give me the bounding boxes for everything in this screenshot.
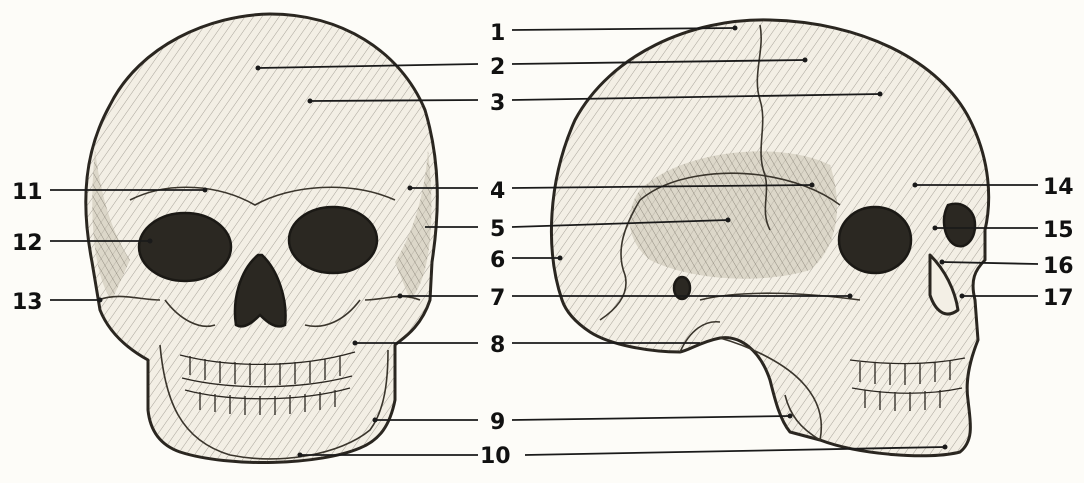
label-11: 11 [12, 180, 43, 205]
leader-13-dot [98, 298, 103, 303]
leader-7-dot-right [848, 294, 853, 299]
side-skull [551, 20, 988, 456]
leader-9-dot-left [373, 418, 378, 423]
leader-5-dot [726, 218, 731, 223]
leader-10-dot-left [298, 453, 303, 458]
leader-1-dot [733, 26, 738, 31]
leader-4-dot-right [810, 183, 815, 188]
leader-2-dot-left [256, 66, 261, 71]
leader-11-dot [203, 188, 208, 193]
leader-3-dot-left [308, 99, 313, 104]
label-2: 2 [490, 55, 505, 80]
leader-12-dot [148, 239, 153, 244]
label-7: 7 [490, 286, 505, 311]
leader-14-dot [913, 183, 918, 188]
leader-9-dot-right [788, 414, 793, 419]
label-15: 15 [1043, 218, 1074, 243]
leader-3a [310, 100, 478, 101]
front-skull [86, 14, 438, 463]
leader-9b [512, 416, 790, 420]
side-nasal-opening [944, 204, 975, 247]
leader-15-dot [933, 226, 938, 231]
label-5: 5 [490, 217, 505, 242]
leader-3-dot-right [878, 92, 883, 97]
label-4: 4 [490, 179, 505, 204]
label-16: 16 [1043, 254, 1074, 279]
leader-10-dot-right [943, 445, 948, 450]
label-1: 1 [490, 21, 505, 46]
label-17: 17 [1043, 286, 1074, 311]
front-right-orbit [289, 207, 377, 273]
front-left-orbit [139, 213, 231, 281]
side-orbit [839, 207, 911, 273]
label-10: 10 [480, 444, 511, 469]
label-12: 12 [12, 231, 43, 256]
label-13: 13 [12, 290, 43, 315]
leader-7-dot-left [398, 294, 403, 299]
leader-2-dot-right [803, 58, 808, 63]
label-3: 3 [490, 91, 505, 116]
label-14: 14 [1043, 175, 1074, 200]
leader-8-dot [353, 341, 358, 346]
label-8: 8 [490, 333, 505, 358]
label-9: 9 [490, 410, 505, 435]
leader-4-dot-left [408, 186, 413, 191]
leader-16-dot [940, 260, 945, 265]
label-6: 6 [490, 248, 505, 273]
leader-17-dot [960, 294, 965, 299]
leader-6-dot [558, 256, 563, 261]
